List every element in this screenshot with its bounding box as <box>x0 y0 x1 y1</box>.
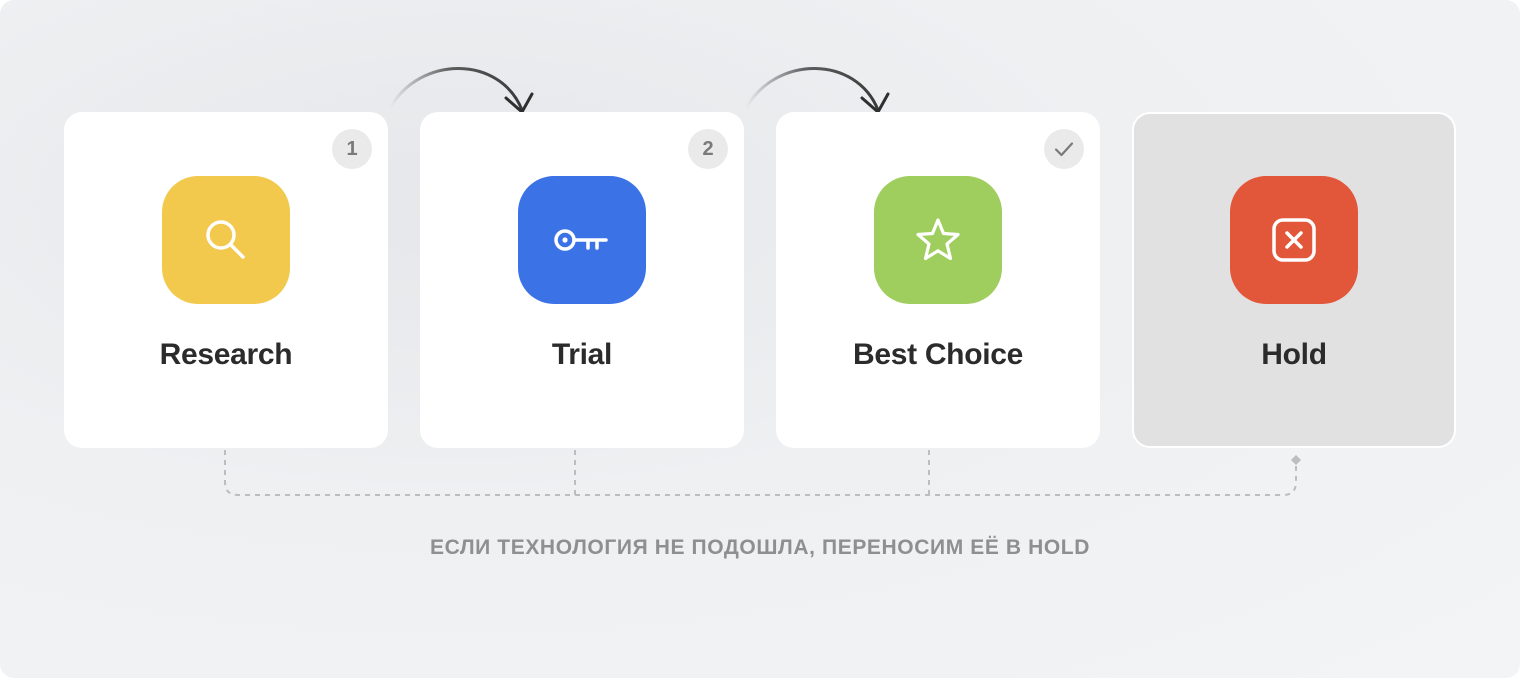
caption: ЕСЛИ ТЕХНОЛОГИЯ НЕ ПОДОШЛА, ПЕРЕНОСИМ ЕЁ… <box>429 536 1091 559</box>
stage-label: Trial <box>551 338 613 371</box>
stage-card-best-choice: Best Choice <box>776 112 1100 448</box>
step-badge: 2 <box>688 129 728 169</box>
search-icon <box>206 220 245 259</box>
step-badge <box>1044 129 1084 169</box>
close-square-icon <box>1272 218 1316 262</box>
trial-icon-tile <box>518 176 646 304</box>
stage-card-hold: Hold <box>1132 112 1456 448</box>
stage-card-research: 1 Research <box>64 112 388 448</box>
stage-label: Research <box>159 338 293 371</box>
stage-label: Best Choice <box>852 338 1024 371</box>
stage-card-trial: 2 Trial <box>420 112 744 448</box>
best-choice-icon-tile <box>874 176 1002 304</box>
stage-label: Hold <box>1261 338 1327 371</box>
check-icon <box>1054 142 1074 157</box>
step-badge: 1 <box>332 129 372 169</box>
star-icon <box>916 218 960 261</box>
key-icon <box>554 229 608 251</box>
research-icon-tile <box>162 176 290 304</box>
hold-icon-tile <box>1230 176 1358 304</box>
